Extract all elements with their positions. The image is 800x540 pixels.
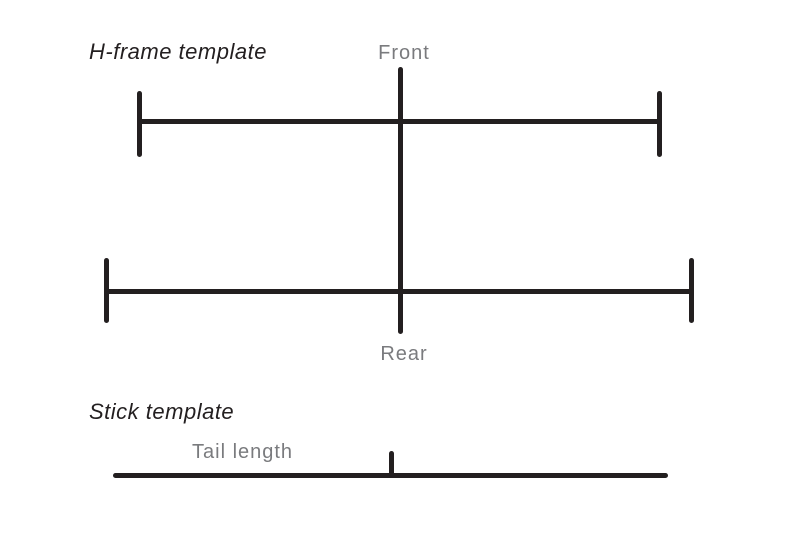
rear-label: Rear (380, 343, 428, 365)
h-frame-template-title: H-frame template (89, 39, 267, 64)
h-frame-front-right-end-cap (657, 91, 662, 157)
tail-length-label: Tail length (192, 441, 294, 463)
h-frame-rear-crossbar-line (104, 289, 694, 294)
stick-template-title: Stick template (89, 399, 235, 424)
tail-length-tick-mark (389, 451, 394, 477)
h-frame-rear-left-end-cap (104, 258, 109, 323)
h-frame-rear-right-end-cap (689, 258, 694, 323)
front-label: Front (378, 42, 430, 64)
h-frame-front-crossbar-line (137, 119, 662, 124)
h-frame-center-spine-line (398, 67, 403, 334)
h-frame-front-left-end-cap (137, 91, 142, 157)
